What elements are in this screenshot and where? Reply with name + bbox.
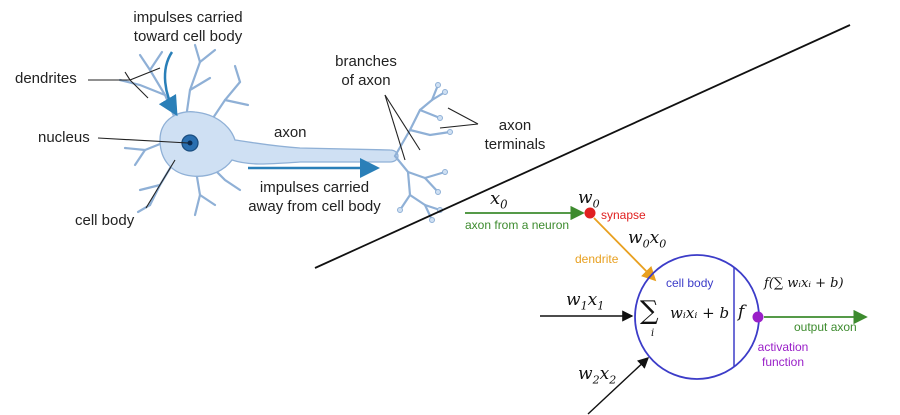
impulses-toward-arrow: [158, 51, 178, 117]
soma-shape: [159, 111, 399, 177]
terminal-knobs: [397, 82, 453, 223]
w1x1-x: x: [587, 290, 598, 310]
w0x0-w: w: [628, 228, 643, 248]
w0-label: w0: [578, 188, 600, 210]
w1x1-w: w: [566, 290, 581, 310]
axon-from-neuron-label: axon from a neuron: [465, 218, 570, 232]
activation-dot: [752, 311, 764, 323]
cell-body-label: cell body: [75, 212, 135, 229]
branches-label: branches of axon: [326, 52, 406, 90]
w0x0-xsub: 0: [659, 237, 667, 251]
w2x2-xsub: 2: [609, 373, 617, 387]
terminals-line2: terminals: [484, 136, 546, 153]
w1x1-wsub: 1: [580, 299, 588, 313]
w0x0-x: x: [649, 228, 660, 248]
w0x0-wsub: 0: [642, 237, 650, 251]
w2x2-x: x: [599, 364, 610, 384]
w1x1-xsub: 1: [597, 299, 605, 313]
impulses-away-label: impulses carried away from cell body: [232, 178, 397, 216]
branches-line2: of axon: [341, 72, 391, 89]
sum-symbol: ∑: [640, 296, 659, 326]
nucleus-label: nucleus: [38, 129, 90, 146]
dendrite-line: [593, 217, 657, 282]
dendrite-label: dendrite: [575, 252, 619, 266]
impulses-toward-line2: toward cell body: [133, 28, 243, 45]
impulses-away-line1: impulses carried: [259, 179, 370, 196]
axon-terminals-label: axon terminals: [480, 116, 550, 154]
impulses-away-line2: away from cell body: [248, 198, 381, 215]
model-cell-body-label: cell body: [666, 276, 714, 290]
terminals-line1: axon: [498, 117, 532, 134]
sum-index: i: [651, 328, 655, 339]
x0-sub: 0: [500, 197, 508, 212]
output-expression: f(∑ wᵢxᵢ + b): [764, 276, 844, 291]
x0-var: x: [490, 188, 501, 209]
w0-sub: 0: [592, 197, 600, 211]
axon-label: axon: [274, 124, 307, 141]
dendrites-label: dendrites: [15, 70, 77, 87]
w0-var: w: [578, 188, 593, 208]
sum-expression: wᵢxᵢ + b: [670, 304, 730, 322]
biological-neuron: [118, 43, 453, 223]
w2x2-label: w2x2: [578, 364, 616, 386]
activation-f-label: f: [738, 302, 745, 322]
x0-label: x0: [490, 188, 508, 212]
synapse-dot: [584, 207, 596, 219]
leader-lines: [88, 67, 479, 209]
activation-line2: function: [761, 355, 805, 369]
branches-line1: branches: [335, 53, 397, 70]
output-axon-label: output axon: [794, 320, 857, 334]
activation-function-label: activation function: [748, 340, 818, 370]
w2x2-wsub: 2: [592, 373, 600, 387]
input-w2x2-line: [587, 357, 650, 415]
divider-line: [314, 24, 851, 269]
impulses-toward-label: impulses carried toward cell body: [118, 8, 258, 46]
impulses-toward-line1: impulses carried: [133, 9, 243, 26]
synapse-label: synapse: [601, 208, 646, 222]
w2x2-w: w: [578, 364, 593, 384]
w1x1-label: w1x1: [566, 290, 604, 312]
w0x0-label: w0x0: [628, 228, 666, 250]
activation-line1: activation: [757, 340, 809, 354]
